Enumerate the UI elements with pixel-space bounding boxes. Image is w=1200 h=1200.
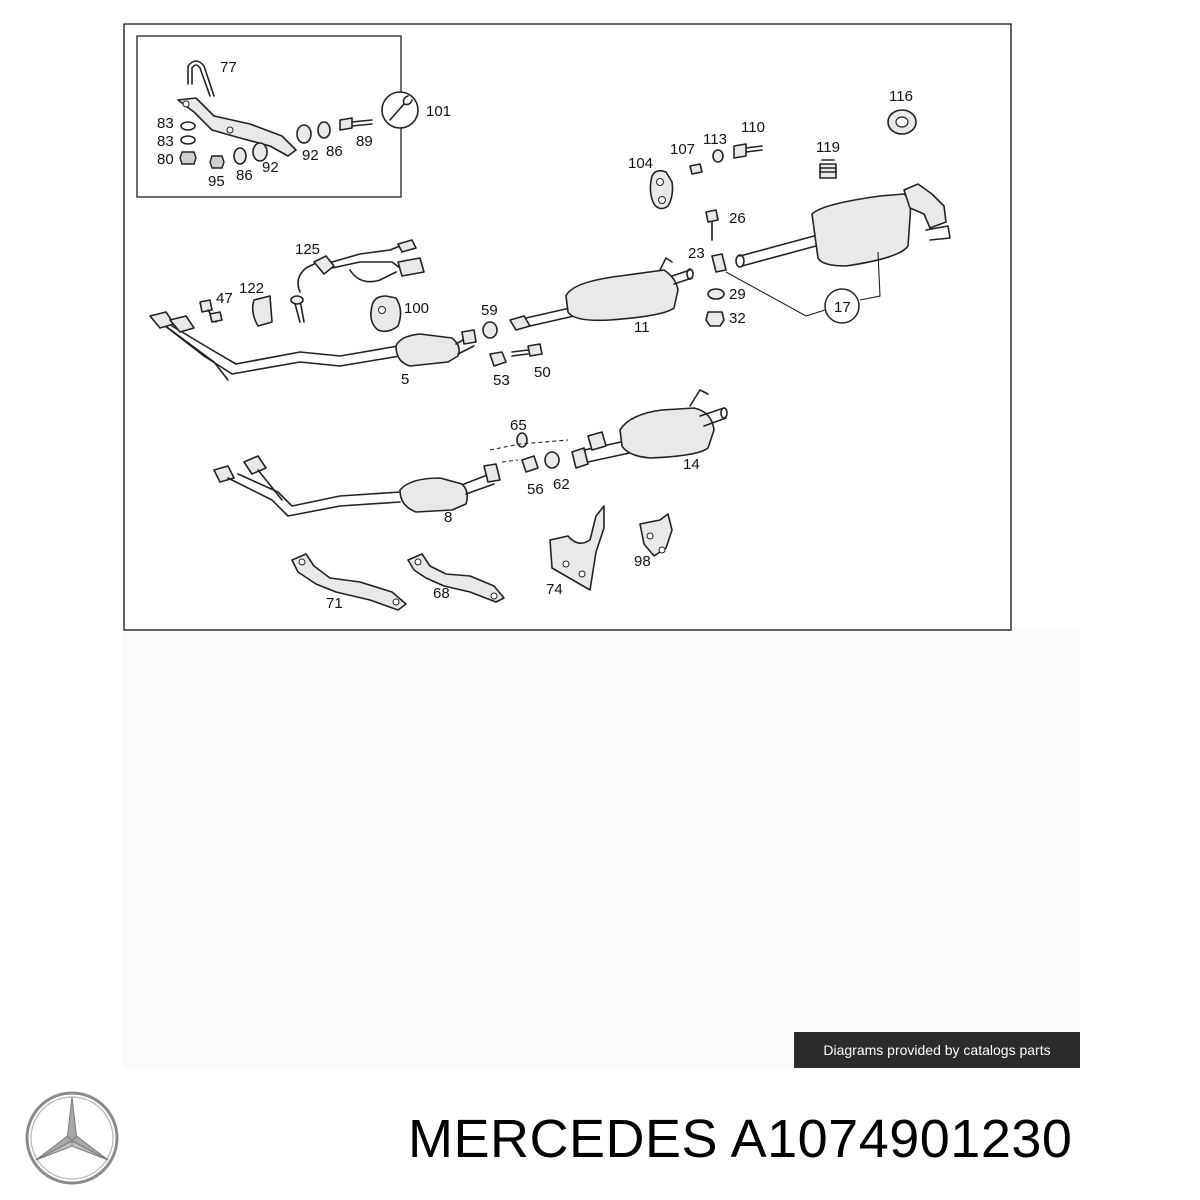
callout-119: 119 (816, 139, 840, 156)
callout-11: 11 (634, 319, 650, 336)
exhaust-parts-diagram: 77 83 83 80 95 86 92 92 86 89 101 116 10… (122, 23, 1080, 1070)
bolt-26 (705, 209, 719, 241)
callout-14: 14 (683, 456, 700, 473)
callout-98: 98 (634, 553, 651, 570)
callout-80: 80 (157, 151, 174, 168)
clamp-122 (251, 295, 273, 327)
hanger-104 (649, 169, 674, 210)
callout-56: 56 (527, 481, 544, 498)
mercedes-star-icon (22, 1088, 122, 1188)
callout-26: 26 (729, 210, 746, 227)
callout-100: 100 (404, 300, 429, 317)
callout-8: 8 (444, 509, 452, 526)
oxygen-sensor-125 (290, 239, 425, 323)
callout-89: 89 (356, 133, 373, 150)
callout-74: 74 (546, 581, 563, 598)
background-panel (122, 630, 1080, 1070)
center-muffler-14 (571, 389, 728, 469)
callout-50: 50 (534, 364, 551, 381)
callout-104: 104 (628, 155, 653, 172)
front-pipe-5 (149, 311, 477, 381)
inset-box (136, 35, 402, 198)
callout-125: 125 (295, 241, 320, 258)
callout-53: 53 (493, 372, 510, 389)
attribution-banner: Diagrams provided by catalogs parts (794, 1032, 1080, 1068)
part-title: MERCEDES A1074901230 (408, 1106, 1072, 1172)
inset-bracket-part (177, 97, 297, 157)
callout-5: 5 (401, 371, 409, 388)
leader-lines-17 (725, 251, 881, 317)
part-number: A1074901230 (730, 1109, 1073, 1169)
callout-83: 83 (157, 115, 174, 132)
front-pipe-8 (213, 455, 501, 517)
callout-113: 113 (703, 131, 727, 148)
clamps-59-53-50 (482, 321, 543, 367)
bracket-98 (639, 513, 673, 557)
bracket-74 (549, 505, 605, 591)
callout-95: 95 (208, 173, 225, 190)
bracket-71 (291, 553, 407, 611)
bolt-47 (199, 299, 223, 323)
callout-68: 68 (433, 585, 450, 602)
callout-17: 17 (834, 299, 851, 316)
callout-23: 23 (688, 245, 705, 262)
washers-29-32 (705, 288, 725, 327)
clamp-23 (711, 253, 727, 273)
callout-86: 86 (236, 167, 253, 184)
callout-110: 110 (741, 119, 765, 136)
u-bolt-part (187, 60, 215, 97)
center-muffler-11 (509, 257, 694, 331)
bracket-68 (407, 553, 505, 603)
callout-122: 122 (239, 280, 264, 297)
callout-107: 107 (670, 141, 695, 158)
callout-labels: 77 83 83 80 95 86 92 92 86 89 101 116 10… (157, 59, 913, 612)
callout-101: 101 (426, 103, 451, 120)
inset-washers (179, 117, 373, 169)
callout-116: 116 (889, 88, 913, 105)
callout-86: 86 (326, 143, 343, 160)
callout-circle-17 (824, 288, 860, 324)
diagram-canvas: 77 83 83 80 95 86 92 92 86 89 101 116 10… (122, 23, 1080, 1070)
wrench-icon (381, 91, 419, 129)
callout-32: 32 (729, 310, 746, 327)
clamps-65-56-62 (489, 432, 569, 473)
callout-71: 71 (326, 595, 343, 612)
callout-65: 65 (510, 417, 527, 434)
small-fasteners (689, 143, 763, 175)
callout-62: 62 (553, 476, 570, 493)
rubber-mount-119 (819, 159, 837, 179)
callout-92: 92 (262, 159, 279, 176)
callout-29: 29 (729, 286, 746, 303)
callout-92: 92 (302, 147, 319, 164)
callout-77: 77 (220, 59, 237, 76)
callout-47: 47 (216, 290, 233, 307)
hanger-100 (370, 295, 402, 333)
callout-83: 83 (157, 133, 174, 150)
rear-muffler (735, 183, 951, 268)
rubber-ring-116 (887, 109, 917, 135)
brand-name: MERCEDES (408, 1109, 719, 1169)
callout-59: 59 (481, 302, 498, 319)
